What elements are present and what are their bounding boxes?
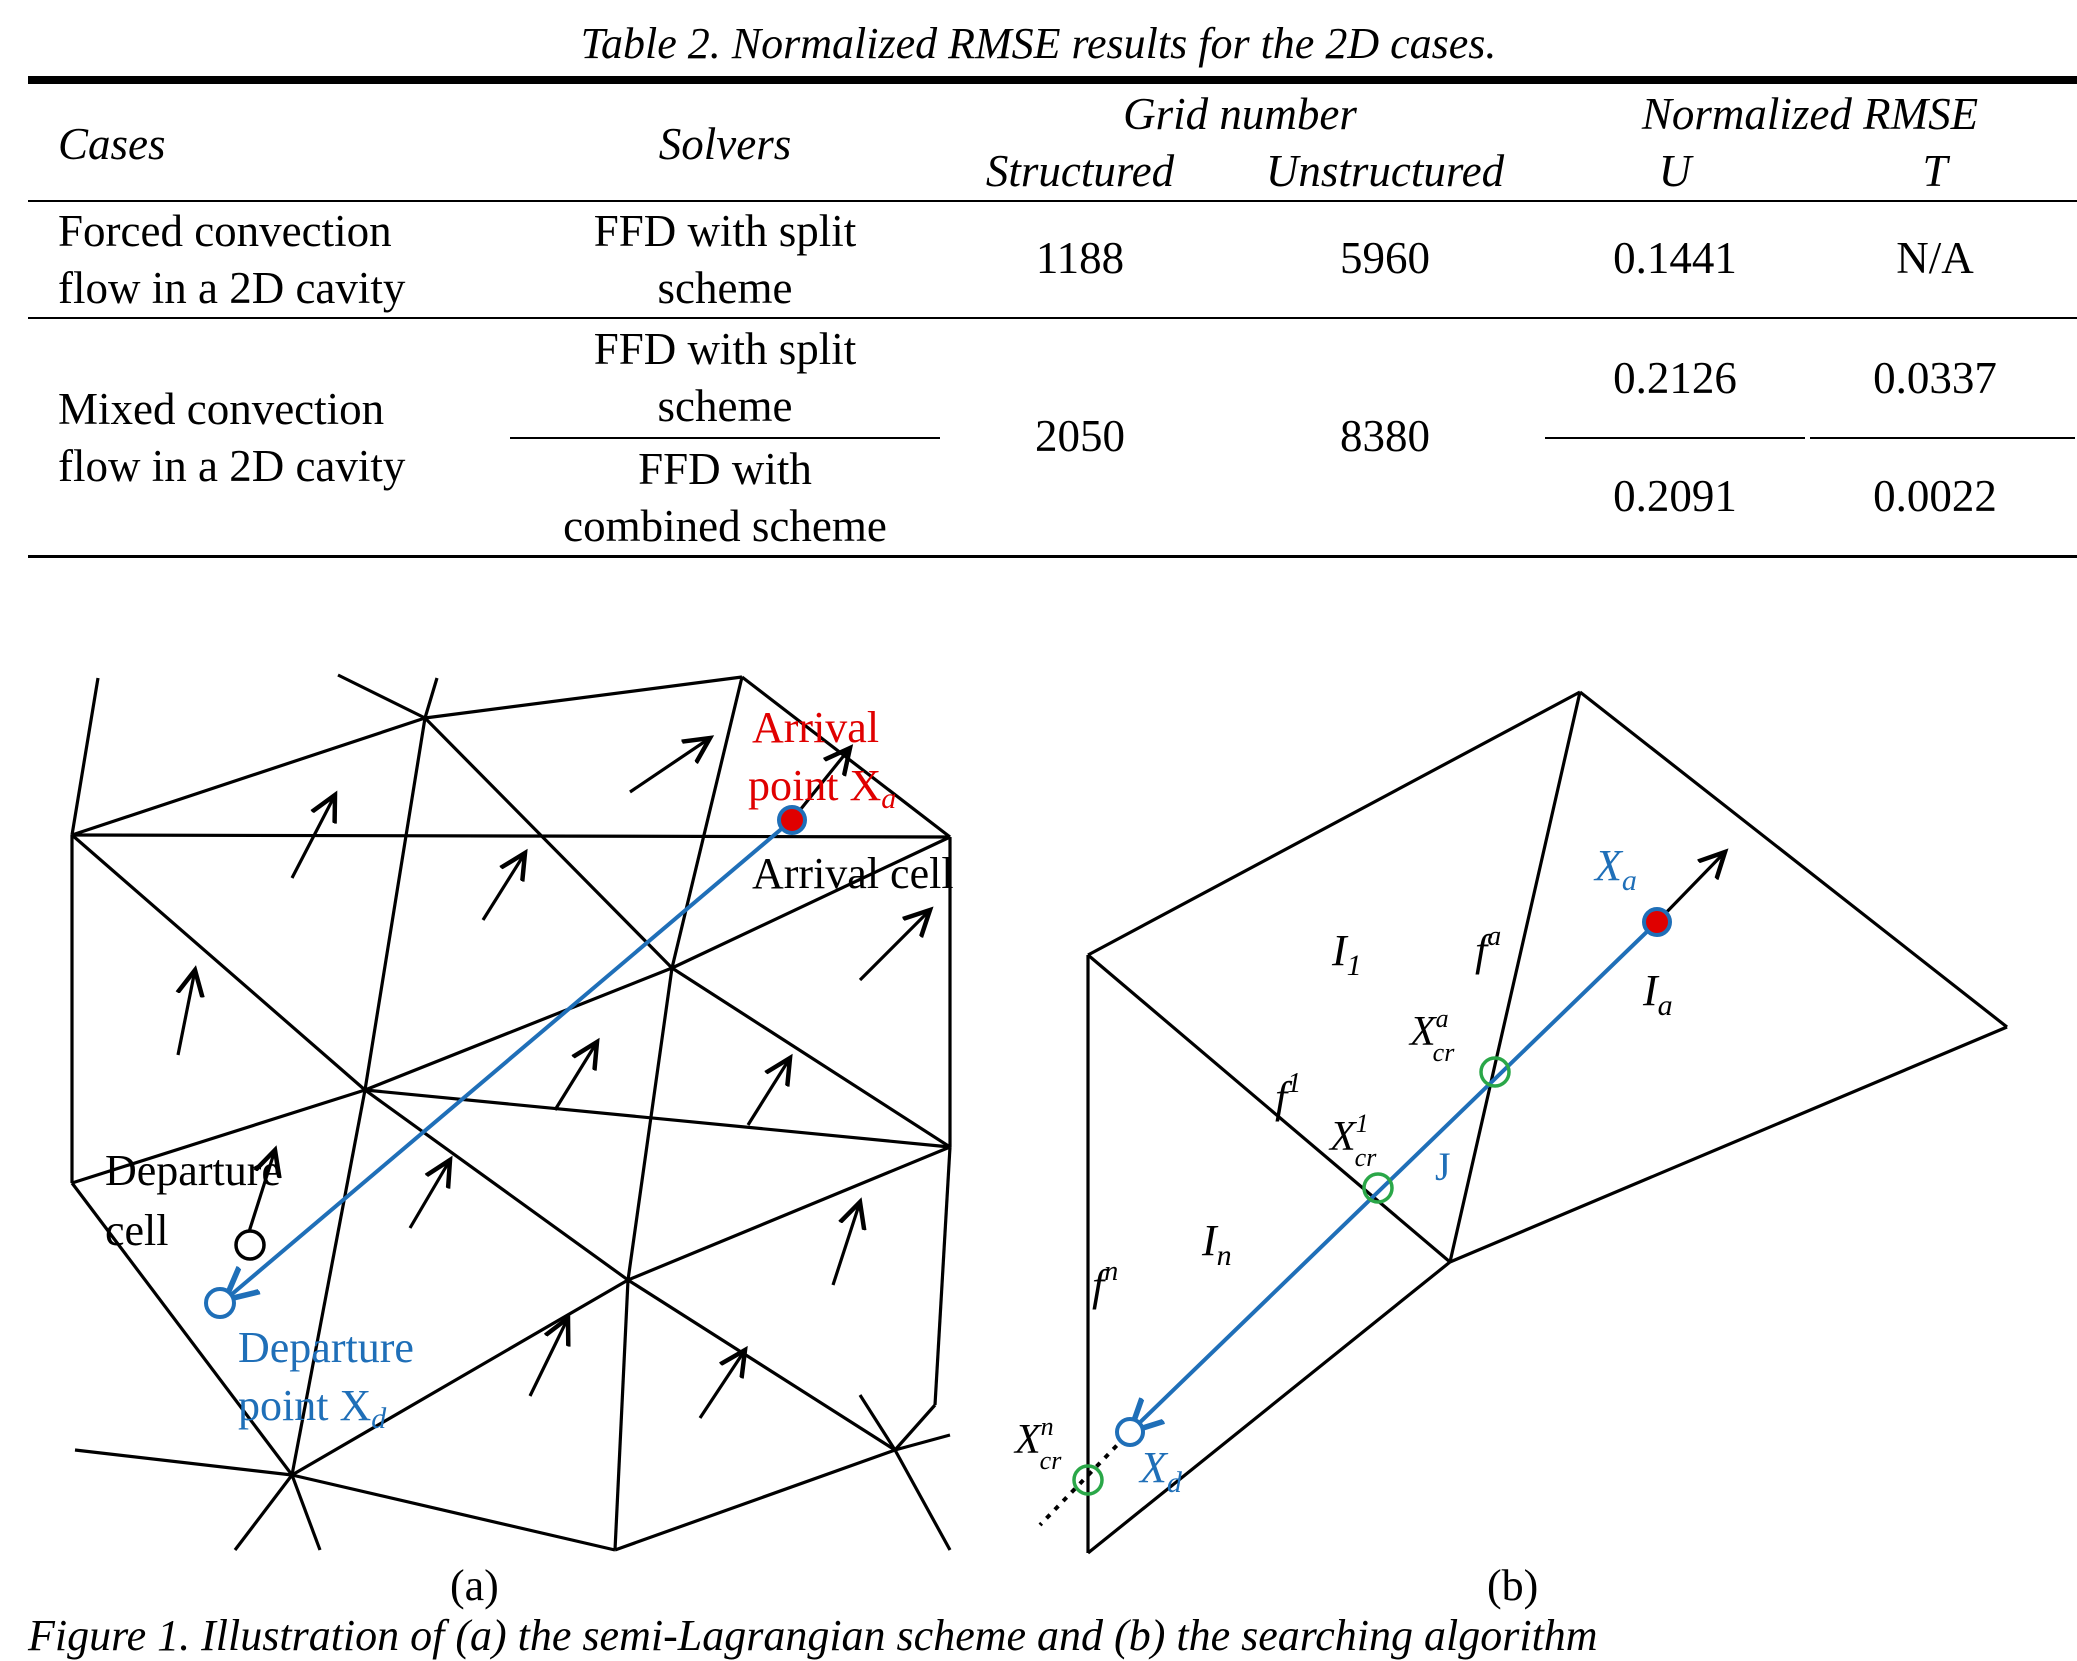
panel-b-velocity-arrow	[1655, 852, 1725, 924]
row2a-u: 0.2126	[1613, 353, 1737, 403]
panel-b-ia-label: Ia	[1642, 966, 1673, 1022]
panel-a-mesh	[70, 673, 952, 1552]
header-rule	[28, 200, 2077, 202]
panel-b-in-label: In	[1201, 1216, 1232, 1272]
panel-b-xcr-n	[1072, 1464, 1104, 1496]
header-normalized-rmse: Normalized RMSE	[1641, 89, 1979, 139]
panel-b-j-label: J	[1435, 1144, 1451, 1189]
row1-u: 0.1441	[1613, 233, 1737, 283]
figure-caption: Figure 1. Illustration of (a) the semi-L…	[28, 1611, 1598, 1660]
panel-b-xcr-a	[1479, 1056, 1511, 1088]
panel-b-trajectory	[1130, 920, 1659, 1432]
row2a-solver-line2: scheme	[657, 381, 793, 431]
panel-a-departure-point-label-2: point Xd	[238, 1381, 387, 1435]
panel-b-mesh	[1086, 690, 2008, 1555]
table-caption: Table 2. Normalized RMSE results for the…	[580, 19, 1497, 68]
panel-b-xd-label: Xd	[1138, 1443, 1183, 1499]
row2-unstructured: 8380	[1340, 411, 1430, 461]
table-bottom-rule	[28, 555, 2077, 558]
header-t: T	[1922, 146, 1948, 196]
panel-a-velocity-arrows	[178, 738, 930, 1419]
panel-a-departure-cell-label-1: Departure	[105, 1146, 281, 1195]
table-top-rule	[28, 76, 2077, 84]
row1-unstructured: 5960	[1340, 233, 1430, 283]
panel-a-arrival-label-2: point Xa	[748, 761, 896, 815]
row1-structured: 1188	[1035, 233, 1125, 283]
panel-b-xd-point	[1115, 1417, 1145, 1447]
row1-case-line2: flow in a 2D cavity	[58, 263, 406, 313]
row2b-u: 0.2091	[1613, 471, 1737, 521]
panel-a-arrival-cell-label: Arrival cell	[752, 849, 954, 898]
panel-b-fa-label: fa	[1475, 921, 1501, 975]
row1-case-line1: Forced convection	[58, 206, 392, 256]
row2b-t: 0.0022	[1873, 471, 1997, 521]
rmse-split-rule-u	[1545, 437, 1805, 439]
panel-a-departure-cell-center	[234, 1229, 266, 1261]
rmse-split-rule-t	[1810, 437, 2075, 439]
panel-a-departure-cell-label-2: cell	[105, 1206, 169, 1255]
panel-a-arrival-label-1: Arrival	[752, 703, 879, 752]
solver-split-rule	[510, 437, 940, 439]
row2b-solver-line1: FFD with	[638, 444, 812, 494]
panel-b-i1-label: I1	[1331, 926, 1362, 982]
header-cases: Cases	[58, 119, 166, 169]
panel-b-label: (b)	[1487, 1561, 1538, 1610]
row2a-t: 0.0337	[1873, 353, 1997, 403]
panel-b-f1-label: f1	[1275, 1068, 1301, 1122]
panel-b-xa-label: Xa	[1593, 841, 1637, 897]
header-unstructured: Unstructured	[1265, 146, 1505, 196]
panel-a-arrival-point	[777, 805, 807, 835]
panel-a-departure-point	[204, 1287, 236, 1319]
panel-a-trajectory	[225, 818, 794, 1300]
row2-structured: 2050	[1035, 411, 1125, 461]
panel-a-departure-point-label-1: Departure	[238, 1323, 414, 1372]
panel-b-xcr-1	[1362, 1172, 1394, 1204]
panel-b-fn-label: fn	[1092, 1256, 1118, 1310]
row1-solver-line1: FFD with split	[593, 206, 857, 256]
panel-b-extension	[1038, 1435, 1127, 1527]
row1-t: N/A	[1896, 233, 1974, 283]
panel-a-label: (a)	[450, 1561, 499, 1610]
row2-case-line1: Mixed convection	[58, 384, 385, 434]
panel-b-xa-point	[1642, 907, 1672, 937]
row2b-solver-line2: combined scheme	[563, 501, 887, 551]
header-u: U	[1658, 146, 1692, 196]
row2-case-line2: flow in a 2D cavity	[58, 441, 406, 491]
row2a-solver-line1: FFD with split	[593, 324, 857, 374]
row-rule	[28, 317, 2077, 319]
header-structured: Structured	[985, 146, 1175, 196]
header-solvers: Solvers	[658, 119, 792, 169]
header-grid-number: Grid number	[1123, 89, 1357, 139]
row1-solver-line2: scheme	[657, 263, 793, 313]
